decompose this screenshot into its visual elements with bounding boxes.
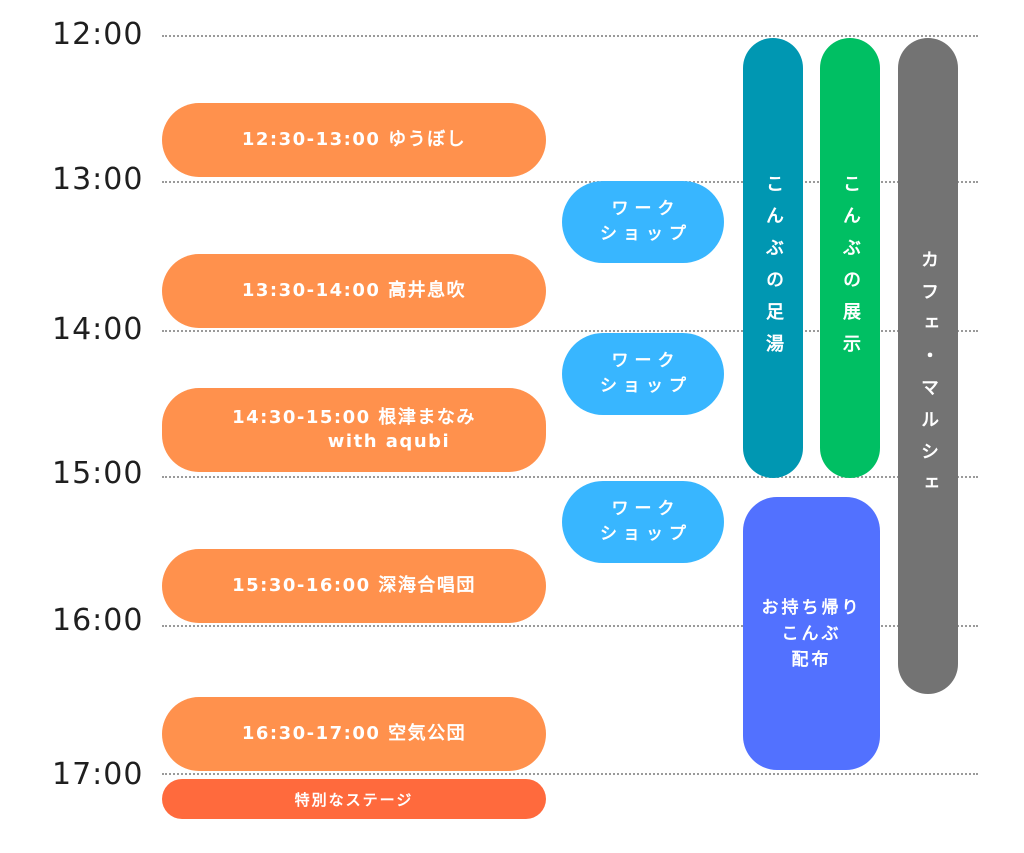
konbu-ashiyu-column: こんぶの足湯 <box>743 38 803 478</box>
time-label-1600: 16:00 <box>52 603 144 638</box>
stage-slot-takai-ibuki: 13:30-14:00 高井息吹 <box>162 254 546 328</box>
stage-slot-text: 16:30-17:00 空気公団 <box>241 723 467 744</box>
stage-slot-yuboshi: 12:30-13:00 ゆうぼし <box>162 103 546 177</box>
special-stage-label: 特別なステージ <box>162 779 546 819</box>
workshop-slot-2: ワーク ショップ <box>562 333 724 415</box>
time-label-1700: 17:00 <box>52 757 144 792</box>
stage-slot-subtext: with aqubi <box>327 431 451 452</box>
konbu-takeaway-block: お持ち帰り こんぶ 配布 <box>743 497 880 770</box>
stage-slot-kuki-koudan: 16:30-17:00 空気公団 <box>162 697 546 771</box>
stage-slot-text: 13:30-14:00 高井息吹 <box>241 280 467 301</box>
stage-slot-text: 15:30-16:00 深海合唱団 <box>232 575 476 596</box>
grid-line-1700 <box>162 773 978 775</box>
time-label-1200: 12:00 <box>52 17 144 52</box>
grid-line-1300 <box>162 181 978 183</box>
cafe-marche-column: カフェ・マルシェ <box>898 38 958 694</box>
stage-slot-text: 12:30-13:00 ゆうぼし <box>241 129 467 150</box>
workshop-slot-3: ワーク ショップ <box>562 481 724 563</box>
time-label-1500: 15:00 <box>52 456 144 491</box>
grid-line-1200 <box>162 35 978 37</box>
konbu-tenji-column: こんぶの展示 <box>820 38 880 478</box>
time-label-1400: 14:00 <box>52 312 144 347</box>
stage-slot-shinkai-gasshodan: 15:30-16:00 深海合唱団 <box>162 549 546 623</box>
grid-line-1500 <box>162 476 978 478</box>
workshop-slot-1: ワーク ショップ <box>562 181 724 263</box>
grid-line-1400 <box>162 330 978 332</box>
time-label-1300: 13:00 <box>52 162 144 197</box>
grid-line-1600 <box>162 625 978 627</box>
stage-slot-text: 14:30-15:00 根津まなみ <box>232 407 476 428</box>
stage-slot-nezu-manami: 14:30-15:00 根津まなみ with aqubi <box>162 388 546 472</box>
